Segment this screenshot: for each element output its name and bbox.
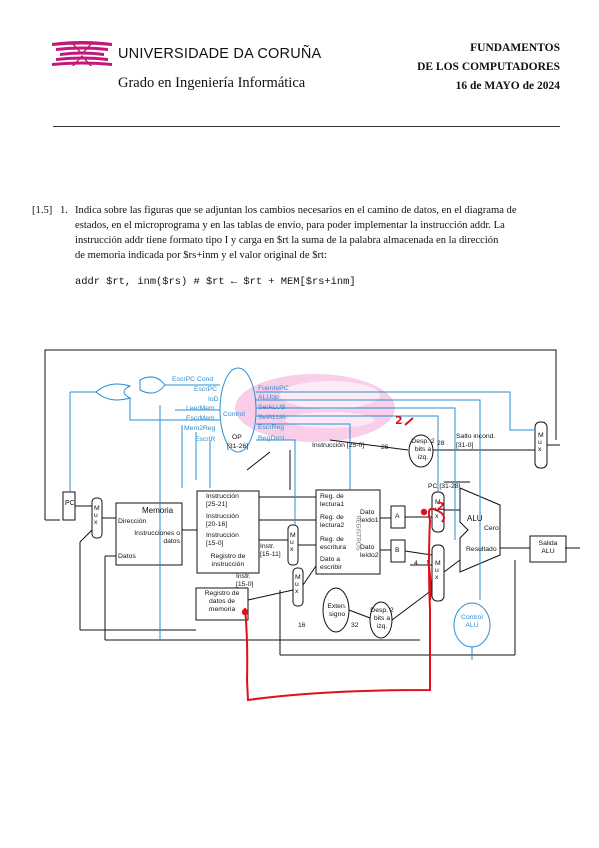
shift-left-top (408, 434, 434, 468)
b-label: B (395, 547, 400, 554)
instruction-register (196, 490, 260, 574)
signal-fuentepc: FuentePC (258, 385, 289, 392)
mdr-label: Registro de datos de memoria (204, 590, 240, 613)
signal-escrmem: EscrMem (186, 415, 215, 422)
handwritten-annotation (244, 417, 445, 702)
wire-28: 28 (437, 440, 445, 447)
instr-25-0: Instrucción [25-0] (312, 442, 365, 449)
op-label: OP (232, 434, 242, 441)
signal-mem2reg: Mem2Reg (184, 425, 216, 432)
mem-instr-datos: Instrucciones o datos (134, 530, 180, 545)
reg-lect1: Reg. de lectura1 (320, 493, 345, 508)
shift-bottom-label: Desp. 2 bits a izq. (370, 607, 394, 630)
alu-label: ALU (467, 514, 483, 523)
header-rule (53, 126, 560, 127)
mux-label-pc: Mux (94, 505, 100, 526)
control-alu-label: Control ALU (461, 614, 483, 629)
dato-escr: Dato a escribir (320, 556, 342, 571)
instr-15-11: Instr. [15-11] (260, 543, 281, 558)
cero-label: Cero (484, 525, 499, 532)
question-line-2: estados, en el microprograma y en las ta… (75, 220, 505, 231)
mux-label-regdest: Mux (290, 532, 296, 553)
wire-16: 16 (298, 622, 306, 629)
reg-escr: Reg. de escritura (320, 536, 347, 551)
pc-label: PC (65, 500, 75, 507)
question-line-1: Indica sobre las figuras que se adjuntan… (75, 205, 517, 216)
ir-15-0: Instrucción [15-0] (206, 532, 239, 547)
mem-datos: Datos (118, 553, 136, 560)
mux-label-pcsrc: Mux (538, 432, 544, 453)
university-logo (50, 40, 114, 70)
control-label: Control (223, 411, 245, 418)
dato-leido1: Dato leído1 (360, 509, 379, 524)
memory-block (115, 502, 183, 566)
signal-iod: IoD (208, 396, 219, 403)
question-number: 1. (60, 205, 68, 216)
op-bits: [31-26] (227, 443, 249, 450)
shift-top-label: Desp. 2 bits a izq. (411, 438, 435, 461)
dato-leido2: Dato leído2 (360, 544, 379, 559)
university-name: UNIVERSIDADE DA CORUÑA (118, 46, 322, 62)
question-text: Indica sobre las figuras que se adjuntan… (75, 203, 563, 263)
question-points: [1.5] (32, 205, 53, 216)
pc-bits-label: PC [31-28] (428, 483, 461, 490)
alu-shape (459, 487, 501, 573)
handwritten-2-top: 2 (395, 414, 403, 427)
instr-15-0: Instr. [15-0] (236, 573, 254, 588)
registros-label: REGISTROS (354, 515, 361, 551)
exam-date: 16 de MAYO de 2024 (455, 80, 560, 92)
signal-aluop: ALUop (258, 394, 279, 401)
register-file (315, 489, 381, 575)
salida-alu-label: Salida ALU (538, 540, 558, 555)
signal-selalua: SelALUA (258, 414, 286, 421)
resultado-label: Resultado (466, 546, 497, 553)
subject-line-1: FUNDAMENTOS (470, 42, 560, 54)
wire-26: 26 (381, 444, 389, 451)
signal-regdest: RegDest (258, 435, 285, 442)
signal-escrpc-cond: EscrPC Cond (172, 376, 214, 383)
degree-name: Grado en Ingeniería Informática (118, 75, 306, 91)
memory-data-register (195, 587, 249, 621)
question-line-3: instrucción addr tiene formato tipo I y … (75, 235, 499, 246)
subject-line-2: DE LOS COMPUTADORES (417, 61, 560, 73)
signal-leermem: LeerMem (186, 405, 215, 412)
mem-dir: Dirección (118, 518, 147, 525)
alu-output-register (529, 535, 567, 563)
course-header: FUNDAMENTOS DE LOS COMPUTADORES 16 de MA… (300, 40, 560, 94)
mux-label-a: Mux (435, 499, 441, 520)
question-code: addr $rt, inm($rs) # $rt ← $rt + MEM[$rs… (75, 276, 356, 288)
signal-escrir: EscrIR (195, 436, 216, 443)
a-label: A (395, 513, 400, 520)
memory-title: Memoria (142, 506, 174, 515)
signal-escrreg: EscrReg (258, 424, 285, 431)
ir-25-21: Instrucción [25-21] (206, 493, 239, 508)
mux-label-b: Mux (435, 560, 441, 581)
jump-addr-label: Salto incond. [31-0] (456, 433, 496, 449)
question-line-4: de memoria indicada por $rs+inm y el val… (75, 250, 327, 261)
ir-20-16: Instrucción [20-16] (206, 513, 239, 528)
wire-32: 32 (351, 622, 359, 629)
signal-selalub: SelALUB (258, 404, 286, 411)
ir-title: Registro de instrucción (210, 553, 246, 568)
signal-escrpc: EscrPC (194, 386, 218, 393)
ext-signo-label: Exten. signo (327, 603, 347, 618)
handwritten-2-bottom: 2 (437, 500, 445, 513)
const-4: 4 (414, 560, 418, 567)
mux-label-mem2reg: Mux (295, 574, 301, 595)
reg-lect2: Reg. de lectura2 (320, 514, 345, 529)
